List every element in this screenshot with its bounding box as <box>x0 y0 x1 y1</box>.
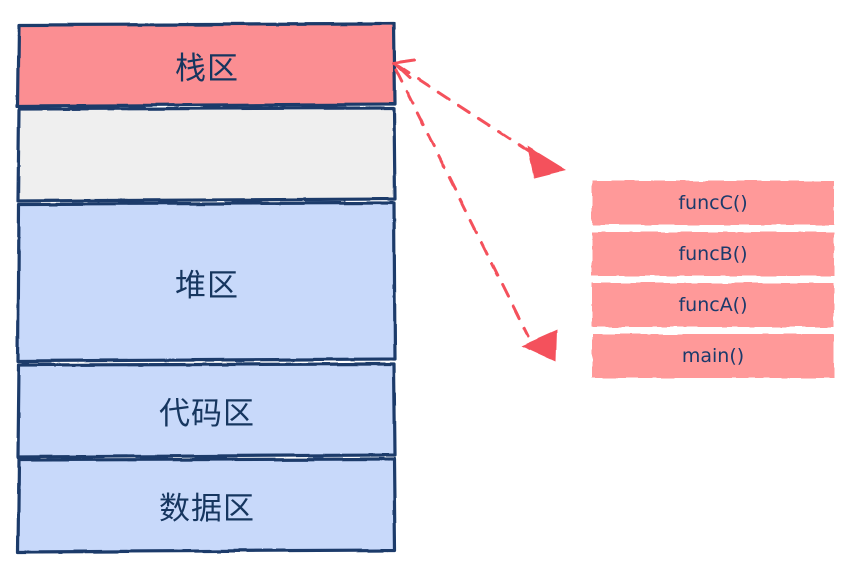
memory-segment-data-hit[interactable] <box>18 459 396 552</box>
call-frame-funcA-hit[interactable] <box>592 283 834 327</box>
call-frame-funcC-hit[interactable] <box>592 181 834 225</box>
call-frame-funcB-hit[interactable] <box>592 232 834 276</box>
memory-segment-gap-hit[interactable] <box>18 108 396 201</box>
memory-segment-code-hit[interactable] <box>18 364 396 457</box>
memory-segment-stack-hit[interactable] <box>18 24 396 106</box>
memory-segment-heap-hit[interactable] <box>18 203 396 361</box>
call-frame-main-hit[interactable] <box>592 334 834 378</box>
